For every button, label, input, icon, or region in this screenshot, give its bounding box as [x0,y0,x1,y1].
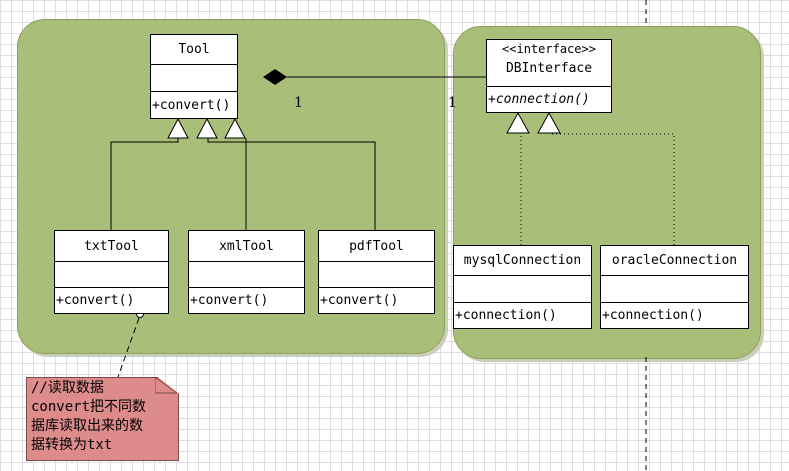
comment-note-text: //读取数据 convert把不同数 据库读取出来的数 据转换为txt [31,379,171,455]
class-pdftool-operation: +convert() [319,287,434,313]
composition-diamond [263,69,287,85]
note-connector [117,317,140,378]
class-txttool[interactable]: txtTool +convert() [54,230,169,314]
inherit-line-pdf [207,138,376,230]
class-mysql-operation: +connection() [454,302,591,328]
class-oracle-operation: +connection() [601,302,748,328]
class-txttool-name: txtTool [84,238,139,254]
note-line-4: 据转换为txt [31,437,113,453]
multiplicity-left: 1 [294,95,303,111]
class-dbinterface-name: DBInterface [505,60,593,76]
class-pdftool[interactable]: pdfTool +convert() [318,230,435,314]
class-tool-attributes [151,64,237,91]
note-fold-corner [155,377,178,394]
class-mysql-name: mysqlConnection [463,253,582,268]
note-line-1: //读取数据 [31,380,104,396]
generalization-triangle-3 [224,117,246,139]
class-xmltool-operation: +convert() [189,287,304,313]
class-txttool-attributes [55,261,168,287]
class-pdftool-attributes [319,261,434,287]
class-oracle-name: oracleConnection [611,253,738,268]
class-dbinterface-operation: +connection() [487,86,611,112]
note-line-2: convert把不同数 [31,399,147,415]
generalization-triangle-1 [167,117,189,139]
class-mysqlconnection[interactable]: mysqlConnection +connection() [453,245,592,329]
class-dbinterface-header: <<interface>> DBInterface [487,40,611,86]
class-oracleconnection[interactable]: oracleConnection +connection() [600,245,749,329]
class-tool[interactable]: Tool +convert() [150,34,238,119]
class-mysql-attributes [454,275,591,302]
class-xmltool-name: xmlTool [219,238,274,254]
class-tool-operation: +convert() [151,91,237,118]
class-pdftool-name: pdfTool [349,238,404,254]
inherit-line-txt [110,138,179,230]
note-line-3: 据库读取出来的数 [31,418,143,434]
class-oracle-attributes [601,275,748,302]
realization-triangle-2 [537,111,561,134]
multiplicity-right: 1 [448,95,457,111]
comment-note[interactable] [26,377,179,461]
class-dbinterface[interactable]: <<interface>> DBInterface +connection() [486,39,612,113]
class-dbinterface-stereotype: <<interface>> [502,42,596,56]
realize-line-oracle [549,133,675,245]
class-txttool-operation: +convert() [55,287,168,313]
generalization-triangle-2 [196,117,218,139]
class-xmltool-attributes [189,261,304,287]
class-xmltool[interactable]: xmlTool +convert() [188,230,305,314]
realization-triangle-1 [506,111,530,134]
class-tool-name: Tool [178,42,210,57]
